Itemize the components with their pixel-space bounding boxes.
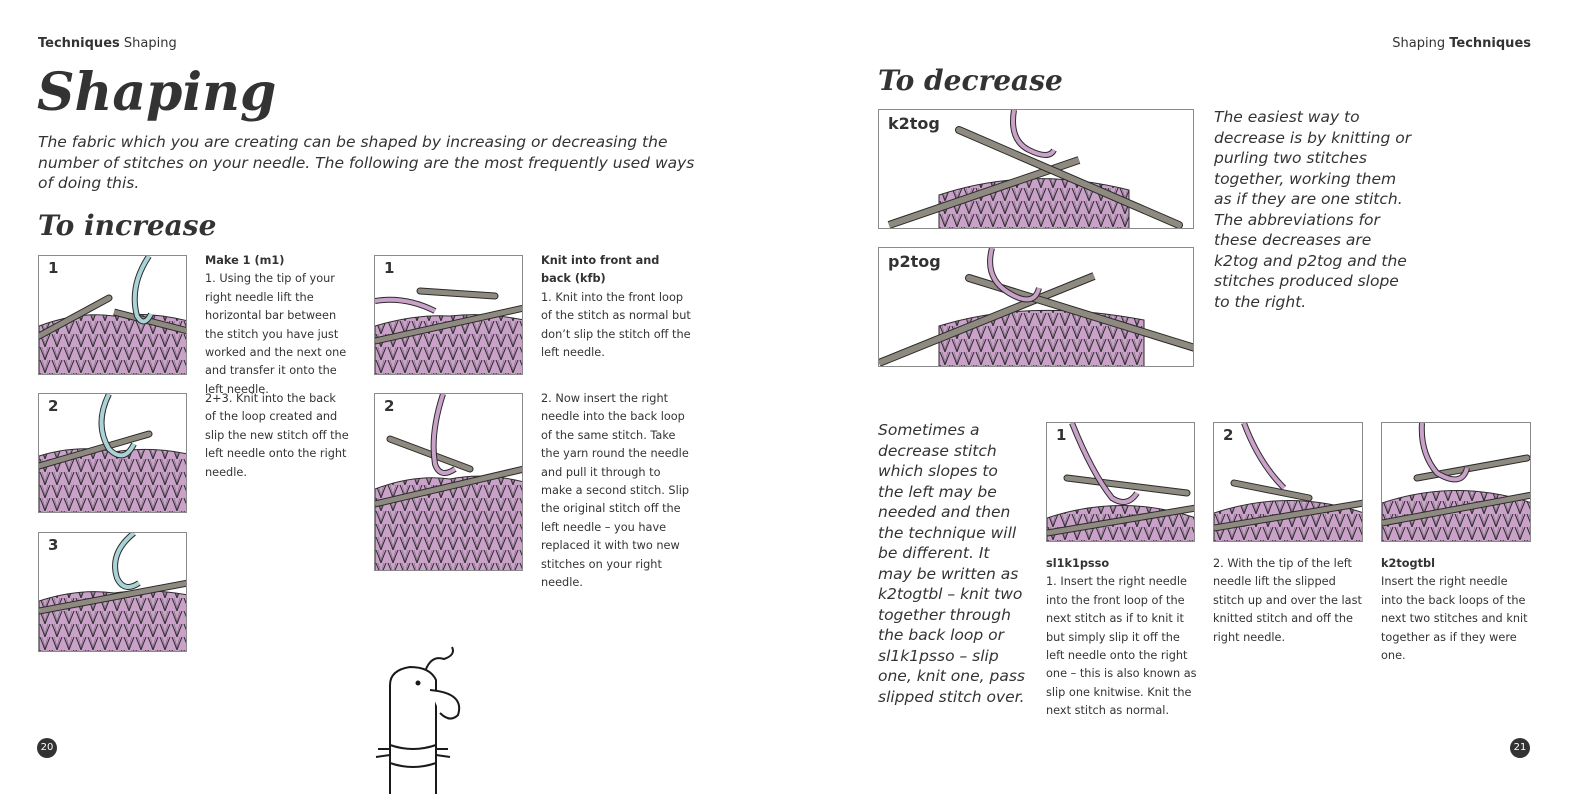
left-running-header: Techniques Shaping bbox=[38, 36, 177, 51]
k2togtbl-title: k2togtbl bbox=[1381, 557, 1435, 570]
kfb-step1-illustration: 1 bbox=[374, 255, 523, 375]
intro-paragraph: The fabric which you are creating can be… bbox=[38, 133, 695, 192]
increase-heading: To increase bbox=[38, 209, 217, 242]
knitting-illustration bbox=[39, 256, 186, 374]
sl1k1psso-step2-caption: 2. With the tip of the left needle lift … bbox=[1213, 557, 1362, 644]
kfb-step2-illustration: 2 bbox=[374, 393, 523, 571]
k2tog-label: k2tog bbox=[886, 114, 942, 133]
kfb-step1-caption: Knit into front and back (kfb) 1. Knit i… bbox=[541, 252, 691, 362]
knitting-illustration bbox=[1047, 423, 1194, 541]
k2togtbl-illustration bbox=[1381, 422, 1531, 542]
step-number: 2 bbox=[382, 397, 397, 415]
p2tog-label: p2tog bbox=[886, 252, 943, 271]
knitting-illustration bbox=[1382, 423, 1530, 541]
knitting-illustration bbox=[887, 110, 1183, 228]
sl1k1psso-step1-illustration: 1 bbox=[1046, 422, 1195, 542]
k2togtbl-text: Insert the right needle into the back lo… bbox=[1381, 575, 1528, 663]
knitting-illustration bbox=[375, 287, 522, 374]
k2togtbl-caption: k2togtbl Insert the right needle into th… bbox=[1381, 555, 1531, 665]
m1-step2-caption: 2+3. Knit into the back of the loop crea… bbox=[205, 392, 349, 479]
knitting-illustration bbox=[879, 248, 1193, 366]
step-number: 2 bbox=[46, 397, 61, 415]
decrease-heading: To decrease bbox=[878, 64, 1063, 97]
right-page-number: 21 bbox=[1510, 738, 1530, 758]
step-number: 1 bbox=[1054, 426, 1069, 444]
running-header-section: Techniques bbox=[1449, 36, 1531, 51]
m1-title: Make 1 (m1) bbox=[205, 254, 285, 267]
running-header-section: Techniques bbox=[38, 36, 120, 51]
k2tog-illustration: k2tog bbox=[878, 109, 1194, 229]
knitting-illustration bbox=[375, 394, 522, 570]
step-number: 2 bbox=[1221, 426, 1236, 444]
sl1k1psso-step2-illustration: 2 bbox=[1213, 422, 1363, 542]
m1-step2-illustration: 2 bbox=[38, 393, 187, 513]
knitting-illustration bbox=[39, 394, 186, 512]
step-number: 3 bbox=[46, 536, 61, 554]
m1-step1-illustration: 1 bbox=[38, 255, 187, 375]
knitting-illustration bbox=[39, 533, 186, 651]
kfb-step2-caption: 2. Now insert the right needle into the … bbox=[541, 392, 690, 590]
step-number: 1 bbox=[46, 259, 61, 277]
m1-step3-illustration: 3 bbox=[38, 532, 187, 652]
kfb-step1-text: 1. Knit into the front loop of the stitc… bbox=[541, 290, 691, 360]
step-number: 1 bbox=[382, 259, 397, 277]
right-running-header: Shaping Techniques bbox=[1392, 36, 1531, 51]
running-header-topic: Shaping bbox=[123, 36, 177, 51]
running-header-topic: Shaping bbox=[1392, 36, 1446, 51]
sl1k1psso-title: sl1k1psso bbox=[1046, 557, 1110, 570]
kfb-title: Knit into front and back (kfb) bbox=[541, 254, 660, 286]
sl1k1psso-caption: sl1k1psso 1. Insert the right needle int… bbox=[1046, 555, 1198, 721]
page-title: Shaping bbox=[37, 62, 277, 123]
p2tog-illustration: p2tog bbox=[878, 247, 1194, 367]
m1-step1-caption: Make 1 (m1) 1. Using the tip of your rig… bbox=[205, 252, 357, 399]
knitting-illustration bbox=[1214, 423, 1362, 541]
worm-cartoon-illustration bbox=[375, 646, 461, 794]
sl1k1psso-step1-text: 1. Insert the right needle into the fron… bbox=[1046, 575, 1197, 718]
left-slope-paragraph: Sometimes a decrease stitch which slopes… bbox=[878, 421, 1025, 706]
m1-step1-text: 1. Using the tip of your right needle li… bbox=[205, 272, 347, 396]
decrease-description: The easiest way to decrease is by knitti… bbox=[1214, 108, 1412, 311]
left-page-number: 20 bbox=[37, 738, 57, 758]
